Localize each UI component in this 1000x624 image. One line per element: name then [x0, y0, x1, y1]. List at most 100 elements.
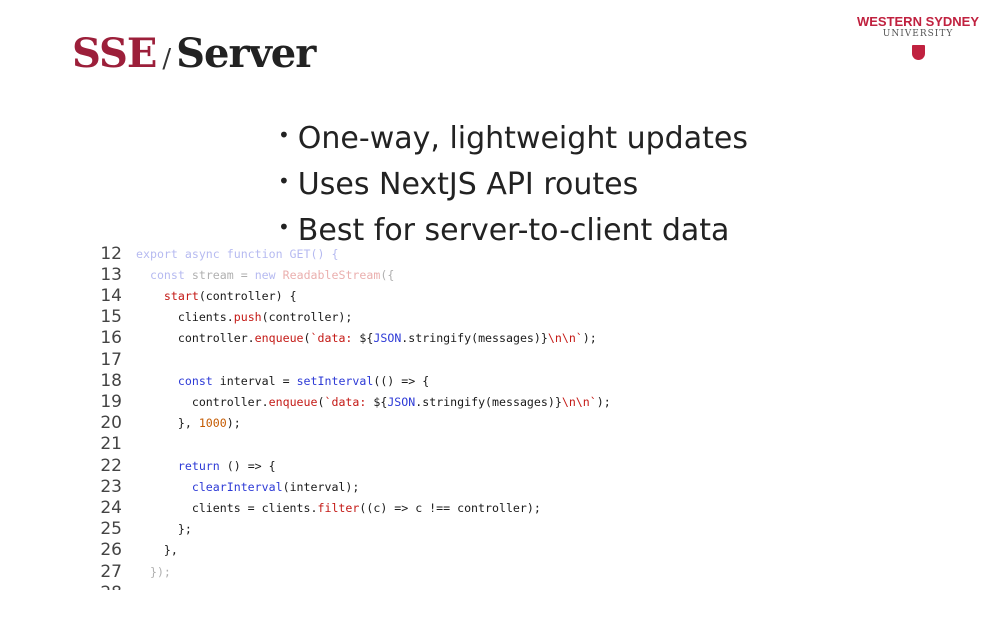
- code-token: });: [136, 564, 171, 579]
- code-token: interval =: [212, 373, 297, 388]
- line-number: 21: [100, 434, 122, 455]
- code-token: [136, 459, 178, 473]
- code-token: `data:: [310, 331, 360, 346]
- code-token: [136, 289, 164, 303]
- code-token: clients.: [136, 310, 234, 325]
- line-number: 24: [100, 497, 122, 518]
- code-line: 14 start(controller) {: [90, 285, 297, 306]
- code-token: enqueue: [268, 394, 318, 409]
- code-text: const stream = new ReadableStream({: [136, 268, 394, 282]
- code-token: setInterval: [296, 373, 374, 388]
- code-line: 23 clearInterval(interval);: [90, 476, 359, 497]
- code-token: ReadableStream: [282, 267, 381, 282]
- code-token: return: [177, 458, 220, 473]
- code-text: clearInterval(interval);: [136, 479, 360, 494]
- code-token: (: [317, 394, 325, 409]
- logo-line2: UNIVERSITY: [882, 29, 954, 39]
- code-token: },: [136, 543, 178, 558]
- code-line: 21: [90, 434, 136, 455]
- code-token: [276, 268, 283, 282]
- logo-line1: WESTERN SYDNEY: [856, 14, 980, 29]
- code-text: controller.enqueue(`data: ${JSON.stringi…: [136, 331, 597, 345]
- code-token: (interval);: [282, 479, 360, 494]
- code-text: });: [136, 565, 171, 579]
- code-token: const: [149, 267, 185, 282]
- code-token: push: [233, 310, 262, 325]
- code-line: 12 export async function GET() {: [90, 246, 338, 264]
- code-token: (controller) {: [198, 288, 297, 303]
- code-token: JSON: [387, 394, 416, 409]
- code-token: stream =: [184, 267, 255, 282]
- code-token: controller.: [136, 394, 269, 409]
- code-token: \n\n`: [561, 394, 597, 409]
- line-number: 19: [100, 391, 122, 412]
- code-line: 25 };: [90, 519, 192, 540]
- code-token: [136, 268, 150, 282]
- code-text: }, 1000);: [136, 416, 241, 430]
- code-line: 15 clients.push(controller);: [90, 307, 352, 328]
- line-number: 14: [100, 285, 122, 306]
- code-token: .stringify(messages)}: [401, 331, 548, 346]
- code-token: clearInterval: [191, 479, 283, 494]
- bullet-item: Uses NextJS API routes: [278, 160, 748, 206]
- code-token: `data:: [324, 394, 374, 409]
- code-token: ({: [380, 267, 395, 282]
- code-token: );: [596, 394, 611, 409]
- code-token: const: [177, 373, 213, 388]
- line-number: 16: [100, 328, 122, 349]
- code-token: export async function GET() {: [136, 246, 339, 261]
- code-token: () => {: [219, 458, 276, 473]
- code-token: (() => {: [373, 373, 430, 388]
- line-number: 15: [100, 307, 122, 328]
- code-token: controller.: [136, 331, 255, 346]
- code-line: 22 return () => {: [90, 455, 276, 476]
- code-token: ((c) => c !== controller);: [359, 500, 541, 515]
- code-text: return () => {: [136, 459, 276, 473]
- shield-icon: [911, 45, 925, 60]
- code-line: 20 }, 1000);: [90, 413, 241, 434]
- code-token: new: [254, 267, 276, 282]
- code-token: [136, 480, 192, 494]
- code-line: 28: [90, 582, 136, 590]
- line-number: 23: [100, 476, 122, 497]
- slide-title: SSE/Server: [72, 30, 316, 77]
- code-token: },: [136, 416, 199, 431]
- code-token: enqueue: [254, 331, 304, 346]
- line-number: 28: [90, 583, 122, 590]
- code-line: 16 controller.enqueue(`data: ${JSON.stri…: [90, 328, 597, 349]
- line-number: 12: [100, 246, 122, 264]
- code-text: start(controller) {: [136, 289, 297, 303]
- code-token: };: [136, 522, 192, 537]
- title-primary: SSE: [72, 30, 157, 77]
- line-number: 26: [100, 540, 122, 561]
- code-token: JSON: [373, 331, 402, 346]
- title-secondary: Server: [176, 30, 316, 77]
- code-snippet: 12 export async function GET() { 13 const …: [90, 246, 650, 590]
- code-token: \n\n`: [547, 331, 583, 346]
- code-token: filter: [317, 500, 360, 515]
- line-number: 22: [100, 455, 122, 476]
- code-token: .stringify(messages)}: [415, 394, 562, 409]
- line-number: 20: [100, 413, 122, 434]
- code-token: clients = clients.: [136, 500, 318, 515]
- code-line: 24 clients = clients.filter((c) => c !==…: [90, 497, 541, 518]
- code-text: };: [136, 522, 192, 536]
- code-token: (: [303, 331, 311, 346]
- code-line: 27 });: [90, 561, 171, 582]
- code-token: start: [163, 288, 199, 303]
- code-line: 13 const stream = new ReadableStream({: [90, 264, 394, 285]
- code-token: ${: [373, 394, 388, 409]
- code-line: 18 const interval = setInterval(() => {: [90, 370, 429, 391]
- code-token: 1000: [198, 416, 227, 431]
- bullet-list: One-way, lightweight updates Uses NextJS…: [278, 114, 748, 252]
- university-logo: WESTERN SYDNEY UNIVERSITY: [856, 14, 980, 60]
- line-number: 27: [100, 561, 122, 582]
- code-token: ${: [359, 331, 374, 346]
- bullet-item: One-way, lightweight updates: [278, 114, 748, 160]
- code-line: 26 },: [90, 540, 178, 561]
- code-token: );: [226, 416, 241, 431]
- code-text: clients.push(controller);: [136, 310, 353, 325]
- line-number: 17: [100, 349, 122, 370]
- code-token: (controller);: [261, 310, 353, 325]
- code-text: const interval = setInterval(() => {: [136, 374, 429, 388]
